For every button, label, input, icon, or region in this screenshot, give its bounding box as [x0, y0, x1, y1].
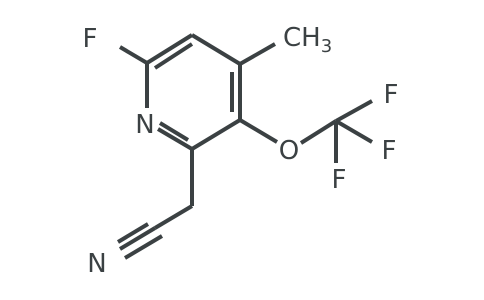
atom-o: O — [279, 136, 299, 166]
bond-c-f-right — [334, 119, 374, 144]
bond-c2-n1 — [156, 127, 194, 151]
bond-c5-c4 — [190, 33, 242, 66]
bond-cn-triple-a — [116, 222, 150, 244]
pyridine-ring — [145, 33, 242, 151]
bond-ch2-cn — [153, 204, 194, 230]
atom-f-ring: F — [83, 24, 98, 54]
bond-c4-ch3 — [239, 42, 276, 66]
atom-f-cf3-bottom: F — [332, 165, 347, 195]
bond-cn-triple-c — [123, 234, 164, 260]
bond-c3-o — [238, 118, 279, 144]
bond-o-c — [299, 119, 338, 145]
atom-f-cf3-top: F — [384, 80, 399, 110]
bond-c-f-top — [335, 99, 373, 123]
bond-c2-n1-double — [158, 121, 190, 142]
bond-c6-f — [118, 45, 149, 65]
atom-ch3-subscript: 3 — [321, 36, 332, 57]
bond-c6-c5-double — [153, 42, 194, 70]
atom-ch3: CH3 — [283, 23, 332, 57]
bond-c3-c2 — [190, 118, 242, 151]
atom-f-cf3-right: F — [382, 136, 397, 166]
atom-n-ring: N — [135, 110, 154, 140]
atom-ch3-main: CH — [283, 23, 321, 53]
bond-cn-triple-b — [118, 226, 157, 251]
bond-c6-c5 — [145, 33, 194, 65]
atom-n-nitrile: N — [87, 249, 106, 279]
